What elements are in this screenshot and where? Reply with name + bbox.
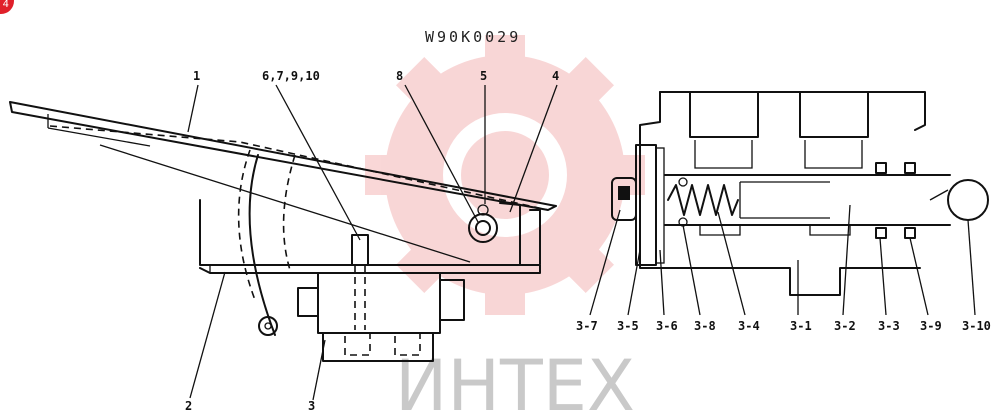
callout-3-10: 3-10 [962, 319, 991, 333]
callout-5: 5 [480, 69, 487, 83]
valve-cross-section [589, 91, 989, 316]
callout-3-3: 3-3 [878, 319, 900, 333]
drawing-code: W90K0029 [425, 28, 521, 46]
callout-3-2: 3-2 [834, 319, 856, 333]
callout-3: 3 [308, 399, 315, 413]
watermark-text: ИНТЕХ [395, 345, 635, 420]
callout-3-5: 3-5 [617, 319, 639, 333]
callout-2: 2 [185, 399, 192, 413]
callout-4: 4 [552, 69, 559, 83]
callout-1: 1 [193, 69, 200, 83]
callout-6-7-9-10: 6,7,9,10 [262, 69, 320, 83]
pedal-assembly [9, 84, 558, 401]
callout-3-4: 3-4 [738, 319, 760, 333]
callout-3-7: 3-7 [576, 319, 598, 333]
callout-8: 8 [396, 69, 403, 83]
callout-3-9: 3-9 [920, 319, 942, 333]
callout-3-8: 3-8 [694, 319, 716, 333]
callout-3-1: 3-1 [790, 319, 812, 333]
callout-3-6: 3-6 [656, 319, 678, 333]
